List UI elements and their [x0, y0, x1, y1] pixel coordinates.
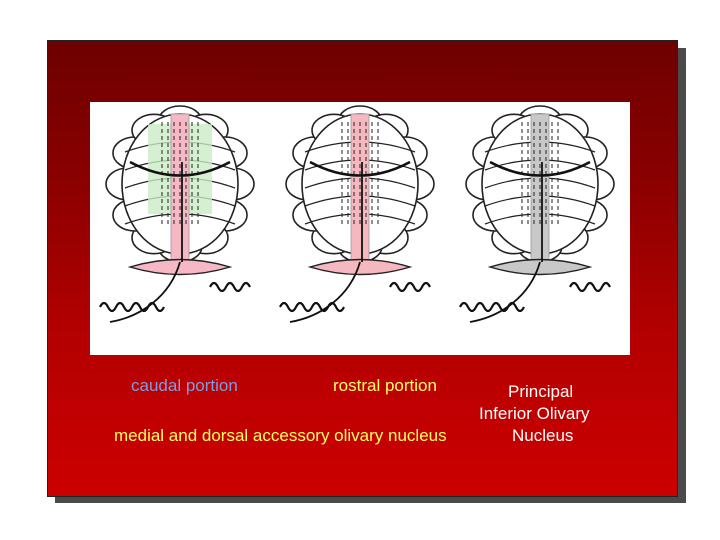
inferior-olive-right	[209, 281, 251, 293]
inferior-olive-right	[389, 281, 431, 293]
brainstem-olive	[487, 258, 593, 276]
caption-principal-line1: Principal	[508, 382, 574, 401]
brainstem-olive	[307, 258, 413, 276]
deep-arc	[489, 160, 591, 177]
inferior-olive-left	[279, 301, 345, 313]
brainstem-olive	[127, 258, 233, 276]
cerebellum-olivary-figure	[90, 102, 630, 355]
inferior-olive-left	[99, 301, 165, 313]
deep-arc	[129, 160, 231, 177]
panel-caudal	[99, 105, 255, 323]
panel-rostral	[279, 105, 435, 323]
panel-principal	[459, 105, 615, 323]
caption-rostral-portion: rostral portion	[333, 376, 437, 395]
caption-principal-line2: Inferior Olivary	[479, 404, 590, 423]
caption-principal-line3: Nucleus	[512, 426, 574, 445]
caption-medial-dorsal-accessory: medial and dorsal accessory olivary nucl…	[114, 426, 447, 445]
inferior-olive-right	[569, 281, 611, 293]
deep-arc	[309, 160, 411, 177]
inferior-olive-left	[459, 301, 525, 313]
caption-caudal-portion: caudal portion	[131, 376, 238, 395]
